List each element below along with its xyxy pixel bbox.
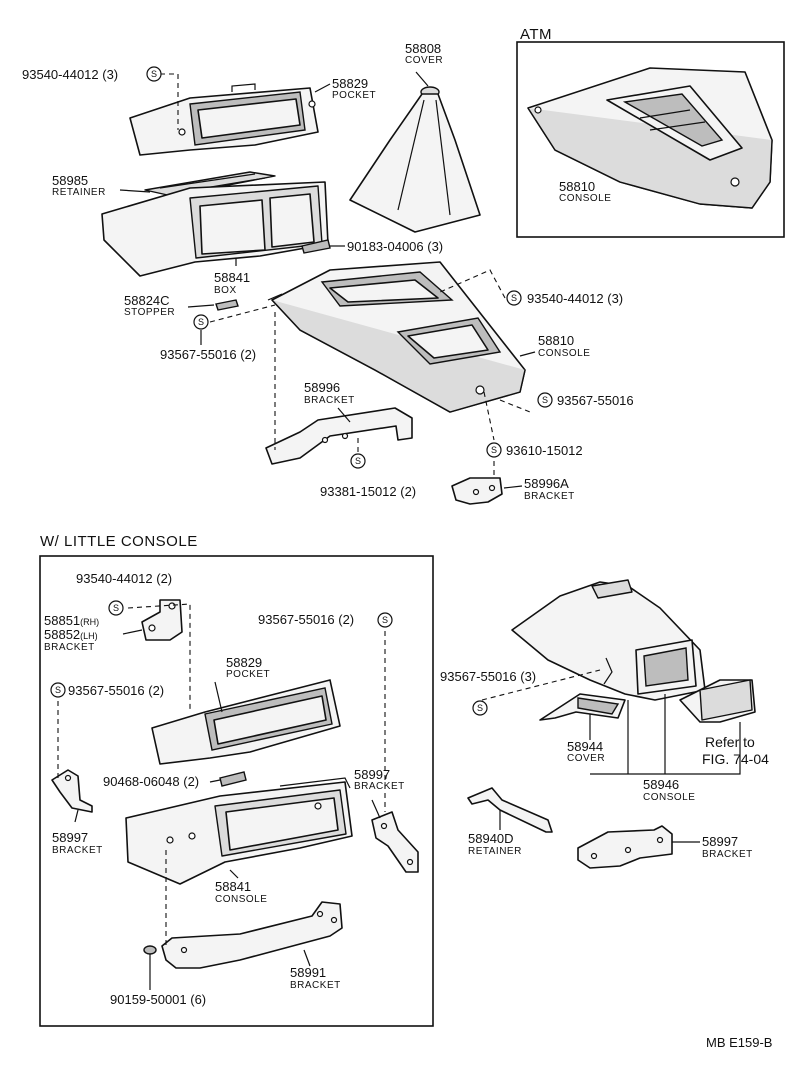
- part-label: 58841: [215, 879, 252, 894]
- bracket-58851-illustration: [141, 599, 183, 641]
- part-label: 58997: [354, 767, 391, 782]
- part-label: 93567-55016 (2): [160, 347, 257, 362]
- part-name: CONSOLE: [215, 894, 268, 905]
- main-console-illustration: [267, 261, 526, 413]
- part-label: 58991: [290, 965, 327, 980]
- bracket-58996a-illustration: [451, 477, 503, 505]
- part-label: 58810: [538, 333, 575, 348]
- part-name: STOPPER: [124, 307, 176, 318]
- part-name: COVER: [405, 55, 444, 66]
- seal-symbols: S S S S S S S S S S: [50, 66, 553, 716]
- svg-text:S: S: [355, 456, 361, 466]
- refer-to-label: Refer to: [705, 734, 755, 750]
- part-label: 58997: [52, 830, 89, 845]
- pocket-top-illustration: [129, 83, 319, 156]
- part-name: BRACKET: [304, 395, 355, 406]
- part-label-58851: 58851(RH): [44, 613, 100, 628]
- part-label: 93567-55016 (2): [68, 683, 165, 698]
- part-label: 58996: [304, 380, 341, 395]
- part-label: 93567-55016 (3): [440, 669, 537, 684]
- bracket-58997-left-illustration: [51, 769, 93, 813]
- svg-text:S: S: [198, 317, 204, 327]
- fig-7404-part-illustration: [679, 679, 756, 723]
- little-console-frame: [39, 555, 434, 1027]
- part-label-58852: 58852(LH): [44, 627, 98, 642]
- part-name: RETAINER: [52, 187, 106, 198]
- part-label: 90183-04006 (3): [347, 239, 444, 254]
- part-label: 58829: [332, 76, 369, 91]
- footer-code: MB E159-B: [706, 1035, 773, 1050]
- atm-console-illustration: [527, 67, 773, 209]
- part-name: BOX: [214, 285, 237, 296]
- part-label: 58829: [226, 655, 263, 670]
- part-label: 58985: [52, 173, 89, 188]
- part-label: 58946: [643, 777, 680, 792]
- cover-58944-illustration: [539, 693, 626, 721]
- part-label: 58944: [567, 739, 604, 754]
- part-label: 93610-15012: [506, 443, 583, 458]
- svg-text:S: S: [542, 395, 548, 405]
- part-label: 90468-06048 (2): [103, 774, 200, 789]
- part-name: BRACKET: [290, 980, 341, 991]
- part-label: 93381-15012 (2): [320, 484, 417, 499]
- part-name: BRACKET: [52, 845, 103, 856]
- svg-text:S: S: [55, 685, 61, 695]
- part-name: BRACKET: [702, 849, 753, 860]
- svg-text:S: S: [113, 603, 119, 613]
- little-console-illustration: [125, 777, 353, 885]
- shift-cover-illustration: [349, 86, 481, 233]
- part-name: CONSOLE: [538, 348, 591, 359]
- svg-text:S: S: [477, 703, 483, 713]
- atm-frame: [516, 41, 785, 238]
- svg-text:S: S: [511, 293, 517, 303]
- part-label: 58824C: [124, 293, 170, 308]
- refer-fig-label: FIG. 74-04: [702, 751, 769, 767]
- part-label: 93540-44012 (3): [527, 291, 624, 306]
- part-name: COVER: [567, 753, 606, 764]
- console-58946-illustration: [511, 579, 706, 701]
- bracket-58991-illustration: [161, 901, 343, 969]
- clip-90468-illustration: [219, 771, 247, 787]
- stopper-illustration: [215, 299, 239, 311]
- retainer-58940d-illustration: [467, 787, 553, 833]
- part-label: 58997: [702, 834, 739, 849]
- part-label: 58841: [214, 270, 251, 285]
- part-name: POCKET: [332, 90, 377, 101]
- part-label: 58808: [405, 41, 442, 56]
- svg-text:S: S: [491, 445, 497, 455]
- box-illustration: [101, 181, 329, 277]
- bracket-58996-illustration: [265, 407, 413, 465]
- part-name: BRACKET: [524, 491, 575, 502]
- part-name: BRACKET: [44, 642, 95, 653]
- part-label: 90159-50001 (6): [110, 992, 207, 1007]
- part-label: 58810: [559, 179, 596, 194]
- part-label: 58940D: [468, 831, 514, 846]
- part-label: 58996A: [524, 476, 569, 491]
- part-name: POCKET: [226, 669, 271, 680]
- part-name: CONSOLE: [643, 792, 696, 803]
- svg-text:S: S: [151, 69, 157, 79]
- part-label: 93567-55016 (2): [258, 612, 355, 627]
- bracket-58997-lower-illustration: [577, 825, 673, 869]
- svg-text:S: S: [382, 615, 388, 625]
- part-label: 93567-55016: [557, 393, 634, 408]
- screw-90159-illustration: [143, 945, 157, 962]
- part-label: 93540-44012 (3): [22, 67, 119, 82]
- part-label: 93540-44012 (2): [76, 571, 173, 586]
- part-name: CONSOLE: [559, 193, 612, 204]
- little-console-title: W/ LITTLE CONSOLE: [40, 533, 198, 550]
- part-name: RETAINER: [468, 846, 522, 857]
- pocket-little-illustration: [151, 679, 341, 765]
- atm-title: ATM: [520, 26, 553, 43]
- part-name: BRACKET: [354, 781, 405, 792]
- bracket-58997-right-illustration: [371, 811, 419, 873]
- clip-illustration: [301, 239, 331, 254]
